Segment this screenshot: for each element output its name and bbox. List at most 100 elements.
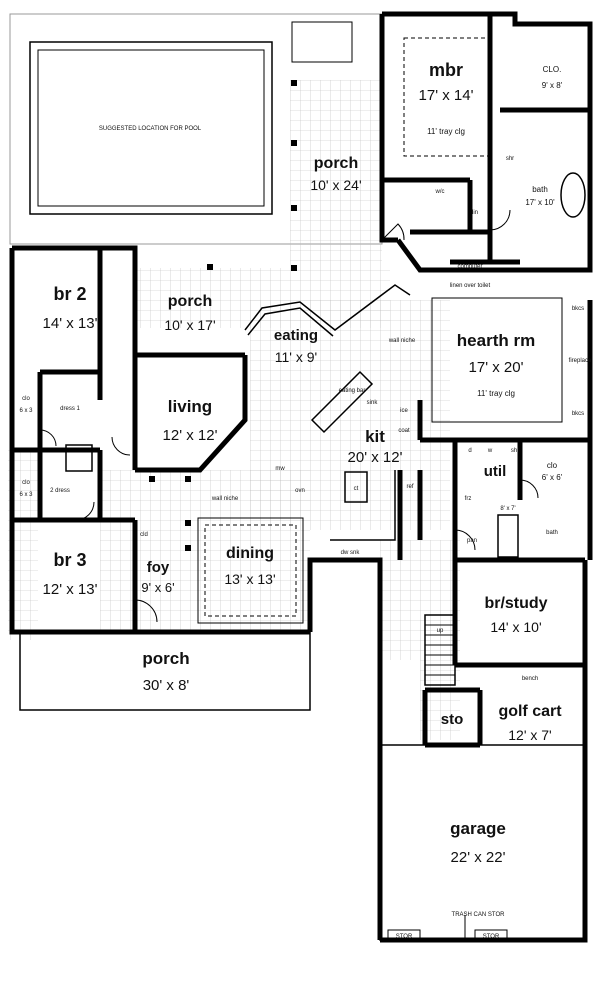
eating-bay [244,284,411,331]
br2-dim: 14' x 13' [43,315,98,332]
hearth-name: hearth rm [457,331,535,350]
kit-dim: 20' x 12' [348,449,403,466]
w-label: w [487,448,493,454]
eating-bar-label: eating bar [339,388,366,394]
pan-label: pan [467,538,477,544]
sto-name: sto [441,711,464,728]
bkcs1-label: bkcs [572,306,584,312]
trash-label: TRASH CAN STOR [452,912,506,918]
porch-front-name: porch [142,649,189,668]
clo-util-name: clo [547,461,558,470]
dining-name: dining [226,545,274,562]
bath-util-label: bath [546,530,558,536]
hearth-note: 11' tray clg [477,389,515,398]
porch-rear-dim: 10' x 24' [310,177,361,193]
dress2-label: 2 dress [50,488,70,494]
pool-outline [29,41,273,215]
mbr-tray [403,37,491,157]
computer-label: computer [457,264,482,270]
dw-label: dw [341,550,349,556]
clo-master-name: CLO. [543,65,562,74]
garage-dim: 22' x 22' [451,849,506,866]
dw-snk-label: dw snk [341,550,361,556]
bath-master-name: bath [532,185,548,194]
rear-porch-tile [290,80,382,268]
foy-dim: 9' x 6' [141,580,174,595]
foy-name: foy [147,559,170,576]
sink-label: sink [367,400,379,406]
living-name: living [168,397,212,416]
bkcs2-label: bkcs [572,411,584,417]
shr-master-label: shr [506,156,514,162]
ref-label: ref [406,484,413,490]
br2-name: br 2 [53,284,86,304]
mbr-dim: 17' x 14' [419,87,474,104]
clo-b-dim: 6 x 3 [19,492,33,498]
dining-tray [197,517,304,624]
garage-outline [379,744,586,941]
ice-label: ice [400,408,408,414]
front-porch [19,631,311,711]
stor-box-2 [474,929,508,941]
golf-cart-name: golf cart [498,703,562,720]
clo-a-dim: 6 x 3 [19,408,33,414]
stor2-label: STOR [483,934,500,940]
bath-master-dim: 17' x 10' [525,198,555,207]
dress-label: dress 1 [60,406,80,412]
wall-niche-label-1: wall niche [388,338,416,344]
kit-name: kit [365,427,385,446]
d-label: d [468,448,471,454]
util-tub [497,514,519,558]
linen-label: linen over toilet [450,283,491,289]
eating-dim: 11' x 9' [275,349,317,365]
garage-name: garage [450,819,506,838]
mbr-name: mbr [429,60,463,80]
living-dim: 12' x 12' [163,427,218,444]
pool-inner [37,49,265,207]
br3-dim: 12' x 13' [43,581,98,598]
porch-side-name: porch [168,293,212,310]
dining-tray-inner [204,524,297,617]
exterior-walls [9,11,593,943]
clo-master-dim: 9' x 8' [542,81,563,90]
mw-label: mw [275,466,285,472]
kitchen-counter [330,470,396,541]
porch-side-dim: 10' x 17' [164,317,215,333]
fireplace-label: fireplace [569,358,592,364]
hearth-tray [431,297,563,423]
coat-label: coat [398,428,410,434]
up-label: up [437,628,444,634]
spa-box [291,21,353,63]
clo-b-name: clo [22,480,30,486]
hall-tub [65,444,93,472]
ct-label: ct [354,486,359,492]
lin-label: lin [472,210,478,216]
eating-name: eating [274,327,318,344]
porch-front-dim: 30' x 8' [143,677,190,694]
eating-bay-inner [247,307,334,337]
kitchen-island [310,370,374,434]
hearth-dim: 17' x 20' [469,359,524,376]
porch-rear-name: porch [314,155,358,172]
porch-posts [149,80,297,551]
util-dim: 8' x 7' [500,506,515,512]
util-name: util [484,463,507,480]
br-study-name: br/study [484,595,547,612]
snk-label: snk [350,550,360,556]
stairs [424,614,456,686]
wic-label: w/c [435,189,445,195]
clo-util-dim: 6' x 6' [542,473,563,482]
wall-niche-label-2: wall niche [211,496,239,502]
clo-a-name: clo [22,396,30,402]
mbr-note: 11' tray clg [427,127,465,136]
stor1-label: STOR [396,934,413,940]
ovn-label: ovn [295,488,305,494]
frz-label: frz [465,496,472,502]
shr-util-label: shr [511,448,519,454]
interior-walls [12,14,590,748]
dining-dim: 13' x 13' [224,571,275,587]
golf-cart-dim: 12' x 7' [508,727,551,743]
pool-label: SUGGESTED LOCATION FOR POOL [99,126,202,132]
cld-label: cld [140,532,148,538]
